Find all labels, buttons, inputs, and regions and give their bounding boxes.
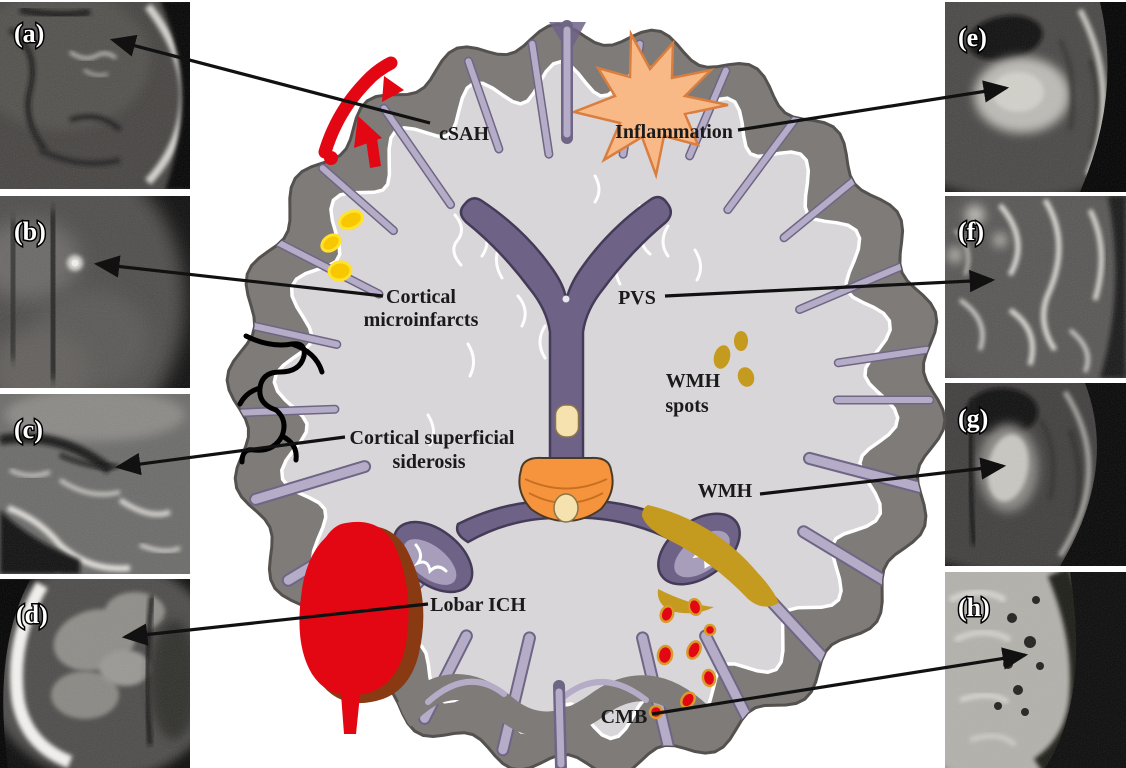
arrow-pvs-to-panel-f [664,269,996,298]
arrow-cmb-to-panel-h [651,647,1029,716]
label-lobar-ich: Lobar ICH [430,594,526,616]
label-wmh: WMH [698,480,753,502]
panel-d-label: (d) [16,600,48,629]
mri-panel-e: (e) [945,2,1126,192]
sulcus-slit [498,633,534,755]
sulcus-slit [835,346,930,366]
lobar-ich-marker [299,521,424,734]
sulcus-slit [724,112,801,213]
aqueduct-cream [553,493,579,523]
label-wmh-spots-line2: spots [665,395,709,417]
connector-arrows [93,34,1029,716]
mri-panel-a: (a) [0,2,190,189]
panel-b-label: (b) [14,217,46,246]
cortical-superficial-siderosis-marker [237,333,325,465]
choroid-plexus-left [413,543,448,575]
label-cmb: CMB [601,706,648,728]
sulcus-slit [274,238,382,298]
sulcus-slit [380,105,454,208]
mri-panel-b: (b) [0,196,190,388]
sulcus-slit [239,406,338,416]
arrow-lobar-ich-to-panel-d [121,602,429,646]
label-cortical-superficial-siderosis-line1: Cortical superficial [350,427,515,449]
label-pvs: PVS [618,287,656,309]
cortical-microinfarct-spots [320,209,364,282]
inflammation-starburst [569,29,729,180]
midbrain-structures [518,404,614,523]
brain-diagram [225,20,947,768]
label-wmh-spots-line1: WMH [666,370,721,392]
mri-panel-f: (f) [945,196,1126,378]
sulcus-slit [804,453,925,492]
sulcus-slit [781,175,860,241]
panel-h-label: (h) [958,593,990,622]
sulcus-slit [246,322,340,348]
sulcus-slit [701,631,752,723]
label-cortical-microinfarcts-line1: Cortical [386,286,456,308]
sulcus-slit [319,165,397,234]
sulcus-slit [251,462,370,504]
interhemispheric-fissure [549,20,586,768]
mri-panel-g: (g) [945,383,1126,566]
lower-gyral-folds [385,674,713,738]
sulcus-slit [465,58,502,152]
panel-e-label: (e) [958,23,987,52]
panel-c-label: (c) [14,415,43,444]
third-ventricle-cream [554,404,580,438]
label-cortical-microinfarcts-line2: microinfarcts [364,309,479,331]
sulcus-slit [529,40,552,158]
csah-marker [318,56,404,168]
mri-panel-c: (c) [0,394,190,574]
arrow-inflammation-to-panel-e [737,80,1010,132]
sulcus-slit [799,527,889,585]
panel-f-label: (f) [958,217,984,246]
label-inflammation: Inflammation [615,121,733,143]
panel-g-label: (g) [958,404,988,433]
arrow-csah-to-panel-a [109,34,431,125]
panel-a-label: (a) [14,19,44,48]
arrow-microinfarcts-to-panel-b [93,255,384,298]
label-cortical-superficial-siderosis-line2: siderosis [393,451,466,473]
cmb-dots [648,597,717,720]
diagram-labels: cSAH Inflammation Cortical microinfarcts… [350,121,753,728]
label-csah: cSAH [439,123,489,145]
arrow-siderosis-to-panel-c [114,435,346,476]
wmh-spots-marker [713,331,755,387]
mri-panel-d: (d) [0,579,190,768]
arrow-wmh-to-panel-g [759,457,1007,496]
